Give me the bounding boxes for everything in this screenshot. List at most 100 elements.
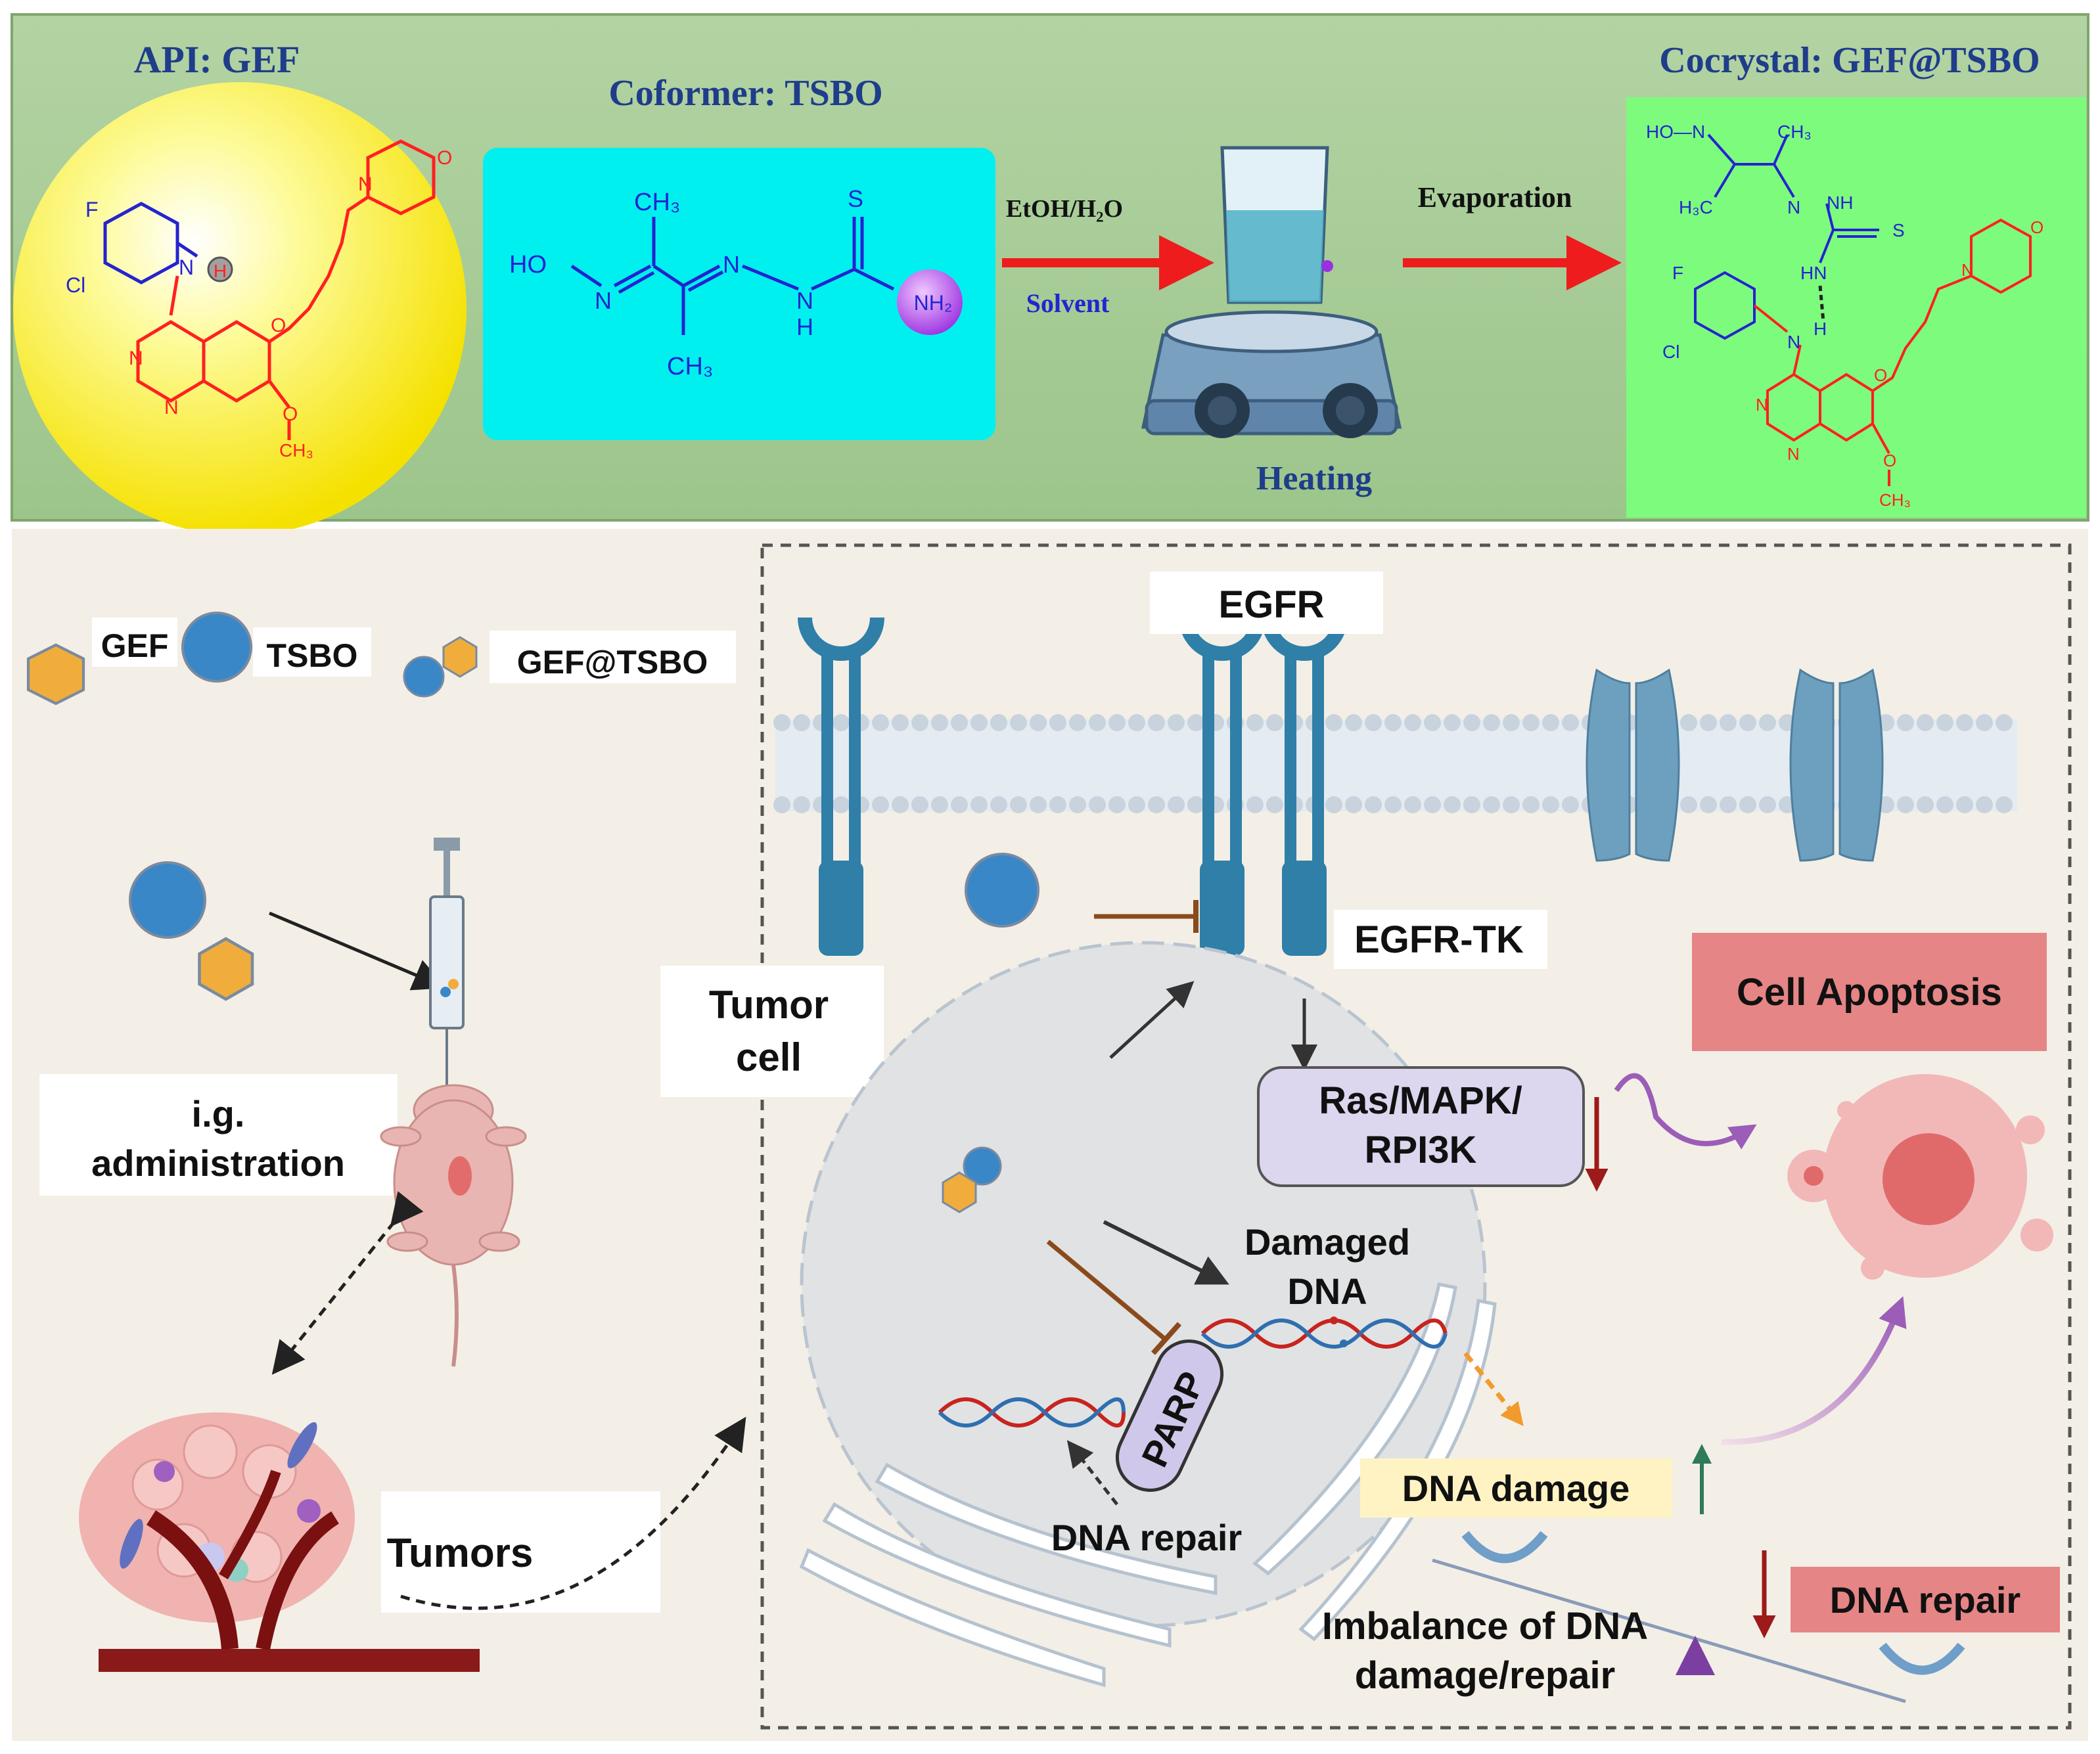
lipid-head (1996, 796, 2013, 813)
cocrystal-in-nucleus (942, 1146, 1002, 1213)
atom-N-cocrystal: N (1787, 197, 1800, 217)
lipid-head (931, 714, 948, 731)
damaged-dna-helix (1200, 1316, 1448, 1349)
lipid-head (1936, 796, 1953, 813)
dna-damage-cup (1461, 1531, 1548, 1563)
aniline-to-N-bond (176, 241, 198, 258)
apoptotic-cell-icon (1787, 1074, 2053, 1280)
drug-pair-icon (129, 861, 254, 1001)
lipid-head (1148, 796, 1165, 813)
cocrystal-legend-circle (403, 656, 445, 698)
tumor-cell-frame (760, 543, 2072, 1730)
cell-apoptosis-box (1692, 933, 2047, 1051)
tsbo-structure (570, 217, 895, 335)
lipid-head (1917, 796, 1934, 813)
tumor-cell-label-box (660, 966, 884, 1097)
atom-CH3-top: CH₃ (634, 189, 680, 216)
lipid-head (773, 796, 790, 813)
lipid-head (1168, 796, 1185, 813)
lipid-head (990, 796, 1007, 813)
lipid-head (1069, 714, 1086, 731)
to-damaged-dna-arrow (1103, 1220, 1229, 1285)
solvent-formula: EtOH/H₂O (1006, 195, 1123, 223)
lipid-head (1424, 796, 1441, 813)
tsbo-legend-circle (181, 612, 252, 683)
lipid-head (833, 714, 850, 731)
lipid-head (951, 714, 968, 731)
atom-CH3-cocrystal: CH₃ (1777, 122, 1812, 142)
atom-H-hydrazine: H (796, 313, 813, 340)
cocrystal-tsbo-part (1707, 133, 1879, 263)
atom-O-methoxy: O (283, 403, 298, 425)
lipid-head (1759, 796, 1776, 813)
lipid-head (1562, 714, 1579, 731)
channel-protein-1 (1586, 668, 1680, 862)
coformer-title: Coformer: TSBO (608, 73, 882, 114)
lipid-head (1266, 714, 1283, 731)
lipid-head (1463, 714, 1480, 731)
egfr-receptor-monomer (798, 617, 884, 956)
nh2-highlight-sphere (897, 269, 963, 335)
atom-N-ring2: N (164, 397, 179, 418)
lipid-head (1404, 796, 1421, 813)
lipid-head (1700, 714, 1717, 731)
atom-CH3-bottom: CH₃ (667, 353, 713, 380)
lipid-head (833, 796, 850, 813)
lipid-head (1266, 796, 1283, 813)
damaged-dna-line1: Damaged (1244, 1221, 1410, 1263)
lipid-head (1522, 796, 1540, 813)
atom-H3C-cocrystal: H₃C (1679, 197, 1713, 217)
to-dna-damage-arrow (1463, 1351, 1524, 1426)
propoxy-chain (268, 195, 369, 344)
lipid-head (1917, 714, 1934, 731)
egfr-tk-label: EGFR-TK (1354, 918, 1524, 961)
api-title: API: GEF (134, 38, 300, 81)
imbalance-seesaw-beam (1432, 1558, 1906, 1703)
imbalance-line2: damage/repair (1355, 1654, 1616, 1697)
mouse-icon (380, 1084, 527, 1367)
egfr-label-box (1150, 572, 1383, 634)
lipid-head (1030, 796, 1047, 813)
egfr-receptor-dimer-right (1261, 617, 1348, 956)
pathway-line2: RPI3K (1365, 1129, 1477, 1171)
atom-O-ether-cocrystal: O (1874, 365, 1887, 385)
lipid-head (872, 796, 889, 813)
lipid-head (1365, 714, 1382, 731)
atom-F-cocrystal: F (1672, 263, 1683, 283)
repaired-dna-helix (938, 1397, 1126, 1428)
lipid-head (1384, 714, 1402, 731)
atom-H-gef-cocrystal: H (1814, 319, 1827, 339)
lipid-head (1128, 714, 1145, 731)
lipid-head (793, 714, 810, 731)
tumors-label-box (381, 1491, 660, 1613)
atom-NH2: NH₂ (914, 291, 953, 315)
lipid-head (1404, 714, 1421, 731)
administration-line1: i.g. (192, 1093, 245, 1135)
atom-N-oxime: N (595, 287, 612, 314)
lipid-head (1680, 714, 1697, 731)
dna-repair-cup (1879, 1642, 1965, 1675)
legend-cocrystal-label: GEF@TSBO (517, 644, 708, 681)
mouse-to-tumor-arrow (271, 1191, 424, 1375)
hot-plate-stirrer (1141, 310, 1402, 438)
atom-O-methoxy-cocrystal: O (1883, 451, 1896, 470)
lipid-head (1542, 714, 1559, 731)
lipid-head (1089, 796, 1106, 813)
lipid-head (1444, 714, 1461, 731)
lipid-head (1010, 796, 1027, 813)
cell-apoptosis-label: Cell Apoptosis (1737, 971, 2002, 1014)
lipid-head (951, 796, 968, 813)
hydrogen-bond (1818, 285, 1825, 323)
nucleus-to-receptor-arrow (1109, 981, 1195, 1059)
administration-line2: administration (91, 1142, 345, 1184)
seesaw-fulcrum (1676, 1636, 1715, 1675)
atom-HON-cocrystal: HO—N (1646, 122, 1705, 142)
legend-tsbo-label: TSBO (267, 637, 358, 674)
lipid-head (1759, 714, 1776, 731)
lipid-head (1503, 714, 1520, 731)
aniline-ring (103, 202, 179, 284)
dna-repair-box-label: DNA repair (1830, 1579, 2020, 1621)
dna-damage-box (1360, 1458, 1672, 1518)
atom-NH-hydrazine: N (796, 287, 813, 314)
